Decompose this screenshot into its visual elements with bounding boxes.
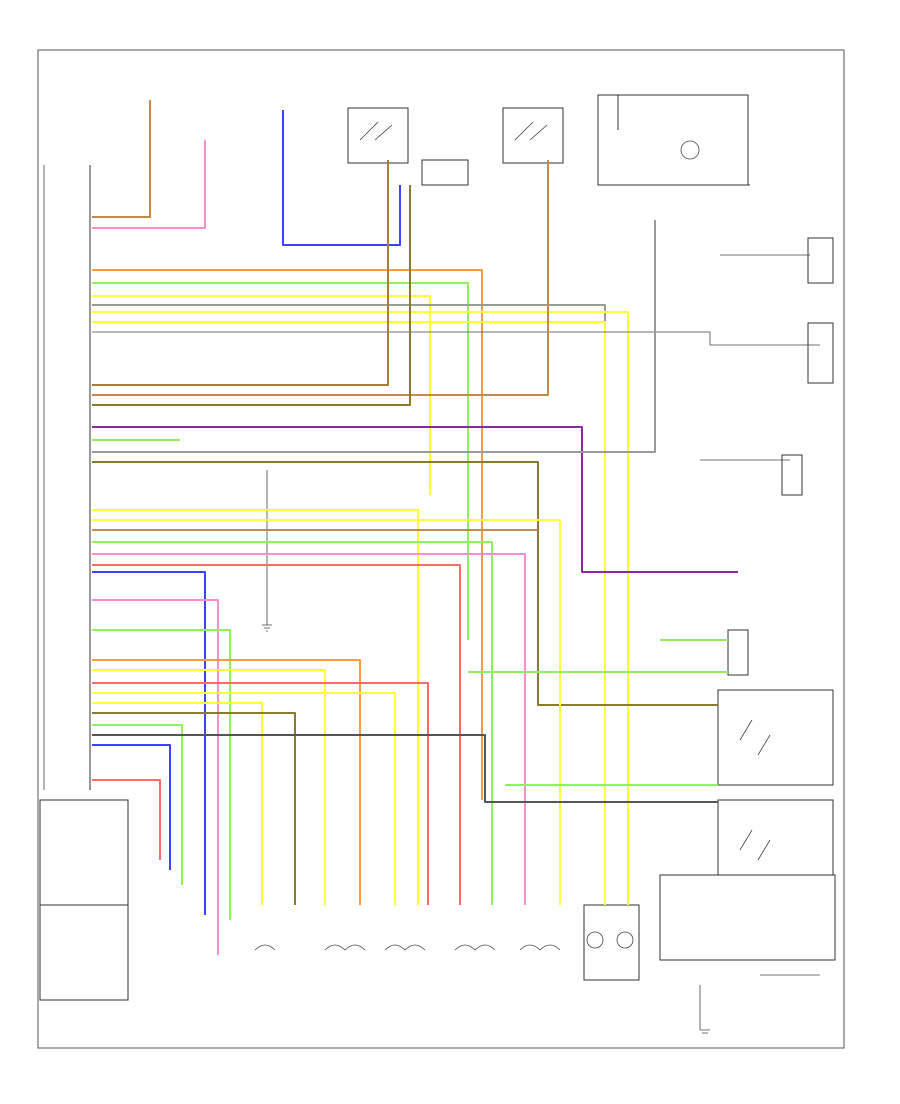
driver-airbag-squib-2-icon	[616, 931, 634, 949]
belt-tensioner-connector-box	[421, 159, 469, 186]
occupant-classification-ecu-box	[659, 874, 836, 961]
ground-symbol-1	[262, 624, 272, 632]
wire-yellow-upper-1	[92, 295, 431, 495]
right-curtain-airbag-squib-icon	[384, 944, 426, 951]
wire-purple-mid	[92, 426, 738, 573]
wire-pink-top-feed	[92, 140, 206, 229]
wire-gray-mid	[92, 220, 656, 453]
seat-position-sensor-connector	[807, 322, 834, 384]
wire-red-sensor-2	[92, 779, 161, 860]
wire-lightgreen-sensor	[92, 629, 231, 920]
wire-brown-top-feed	[92, 100, 151, 218]
buckle-switch-contacts	[359, 121, 393, 141]
left-curtain-airbag-squib-icon	[519, 944, 561, 951]
wire-brown-mid	[92, 160, 549, 396]
wire-yellow-squib-3	[92, 702, 263, 905]
passenger-airbag-squib-icon	[254, 944, 276, 951]
diagram-frame	[37, 49, 845, 1049]
right-front-impact-sensor-box	[39, 799, 129, 911]
wire-red-lower	[92, 564, 461, 905]
wire-olive-mid	[92, 185, 411, 406]
front-passenger-buckle-switch-box	[347, 107, 409, 164]
ground-symbol-2	[700, 1029, 710, 1034]
instrument-cluster-box	[597, 94, 749, 186]
wire-blue-top-feed	[282, 110, 401, 246]
left-side-airbag-squib-icon	[454, 944, 496, 951]
belt-switch-contacts	[739, 719, 771, 756]
wire-tan-mid-1	[92, 160, 389, 386]
left-front-impact-sensor-box	[39, 904, 129, 1001]
driver-buckle-switch-contacts	[514, 121, 548, 141]
wire-orange-upper	[92, 269, 483, 800]
wire-lightgreen-sensor-2	[92, 724, 183, 885]
wire-pink-sensor	[92, 599, 219, 955]
wire-orange-squib	[92, 659, 361, 905]
right-side-airbag-squib-icon	[324, 944, 366, 951]
driver-buckle-switch-box	[502, 107, 564, 164]
wire-yellow-squib-1	[92, 669, 326, 905]
wire-red-squib	[92, 682, 429, 905]
driver-airbag-squib-1-icon	[586, 931, 604, 949]
driver-seat-position-connector	[781, 454, 803, 496]
passenger-belt-pretensioner-assembly	[717, 799, 834, 886]
wire-pink-lower	[92, 553, 526, 905]
wire-olive-lower-mid	[92, 461, 718, 706]
wire-yellow-lower-1	[92, 509, 419, 905]
wire-yellow-lower-2	[92, 519, 561, 905]
wire-lightgreen-lower	[92, 541, 493, 905]
pretensioner-contacts	[739, 829, 771, 861]
spiral-cable-connector-box	[583, 904, 640, 981]
wire-blue-sensor-2	[92, 744, 171, 870]
passenger-seat-belt-switch	[727, 629, 749, 676]
wire-blue-lower	[92, 571, 206, 915]
wire-darkgray-belt	[92, 734, 718, 803]
wire-black-sensor-feed	[92, 331, 820, 346]
wire-yellow-upper-2	[92, 311, 629, 905]
wire-yellow-squib-2	[92, 692, 396, 905]
airbag-warning-lamp-icon	[680, 140, 700, 160]
driver-seat-belt-switch-assembly	[717, 689, 834, 786]
wire-olive-squib	[92, 712, 296, 905]
wire-yellow-upper-3	[92, 321, 606, 905]
passenger-occupant-sensor-connector	[807, 237, 834, 284]
